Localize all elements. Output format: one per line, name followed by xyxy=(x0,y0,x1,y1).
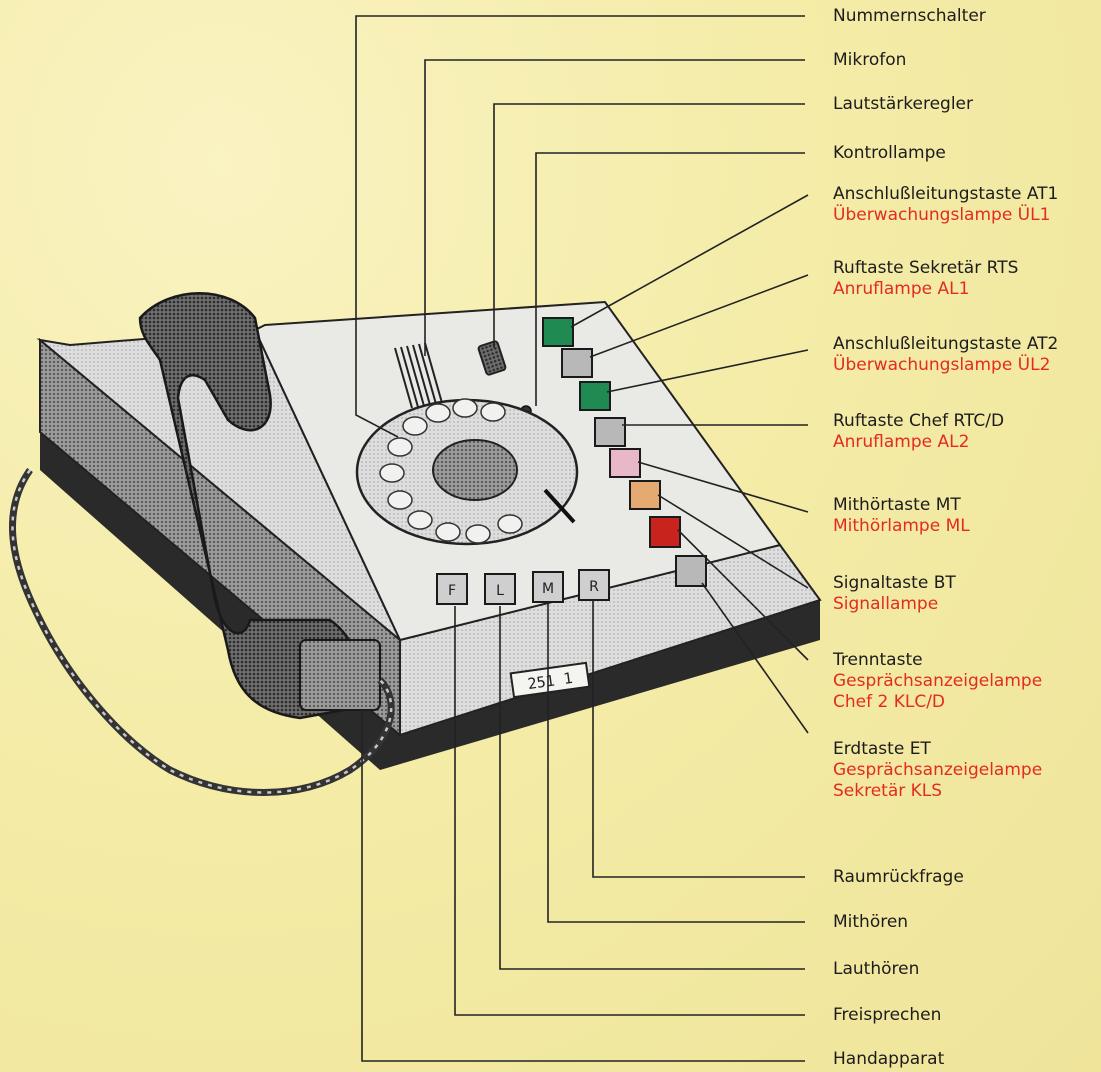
label-at1: Anschlußleitungstaste AT1 Überwachungsla… xyxy=(833,184,1058,226)
label-mt: Mithörtaste MT Mithörlampe ML xyxy=(833,495,970,537)
label-at2-name: Anschlußleitungstaste AT2 xyxy=(833,334,1058,355)
label-mithoeren: Mithören xyxy=(833,912,908,933)
label-kontrollampe: Kontrollampe xyxy=(833,143,946,164)
label-raumrueckfrage: Raumrückfrage xyxy=(833,867,964,888)
label-erdtaste: Erdtaste ET Gesprächsanzeigelampe Sekret… xyxy=(833,739,1042,802)
label-bt-lamp: Signallampe xyxy=(833,594,956,615)
label-freisprechen: Freisprechen xyxy=(833,1005,941,1026)
label-lautstaerkeregler: Lautstärkeregler xyxy=(833,94,973,115)
label-nummernschalter: Nummernschalter xyxy=(833,6,986,27)
label-erdtaste-name: Erdtaste ET xyxy=(833,739,1042,760)
label-erdtaste-lamp-detail: Sekretär KLS xyxy=(833,781,1042,802)
label-at1-name: Anschlußleitungstaste AT1 xyxy=(833,184,1058,205)
key-letter-f: F xyxy=(448,583,456,599)
label-rtc-name: Ruftaste Chef RTC/D xyxy=(833,411,1004,432)
label-at1-lamp: Überwachungslampe ÜL1 xyxy=(833,205,1058,226)
rotary-dial xyxy=(357,399,577,544)
key-letter-l: L xyxy=(496,583,504,599)
label-at2-lamp: Überwachungslampe ÜL2 xyxy=(833,355,1058,376)
label-trenntaste: Trenntaste Gesprächsanzeigelampe Chef 2 … xyxy=(833,650,1042,713)
label-rtc: Ruftaste Chef RTC/D Anruflampe AL2 xyxy=(833,411,1004,453)
label-mt-name: Mithörtaste MT xyxy=(833,495,970,516)
label-bt: Signaltaste BT Signallampe xyxy=(833,573,956,615)
label-erdtaste-lamp: Gesprächsanzeigelampe xyxy=(833,760,1042,781)
label-rts: Ruftaste Sekretär RTS Anruflampe AL1 xyxy=(833,258,1018,300)
label-bt-name: Signaltaste BT xyxy=(833,573,956,594)
label-rts-lamp: Anruflampe AL1 xyxy=(833,279,1018,300)
label-lauthoeren: Lauthören xyxy=(833,959,919,980)
label-at2: Anschlußleitungstaste AT2 Überwachungsla… xyxy=(833,334,1058,376)
label-trenntaste-lamp-detail: Chef 2 KLC/D xyxy=(833,692,1042,713)
label-mikrofon: Mikrofon xyxy=(833,50,906,71)
label-rtc-lamp: Anruflampe AL2 xyxy=(833,432,1004,453)
label-trenntaste-name: Trenntaste xyxy=(833,650,1042,671)
label-handapparat: Handapparat xyxy=(833,1049,944,1070)
key-letter-r: R xyxy=(589,579,599,595)
label-trenntaste-lamp: Gesprächsanzeigelampe xyxy=(833,671,1042,692)
label-rts-name: Ruftaste Sekretär RTS xyxy=(833,258,1018,279)
label-mt-lamp: Mithörlampe ML xyxy=(833,516,970,537)
key-letter-m: M xyxy=(542,581,554,597)
